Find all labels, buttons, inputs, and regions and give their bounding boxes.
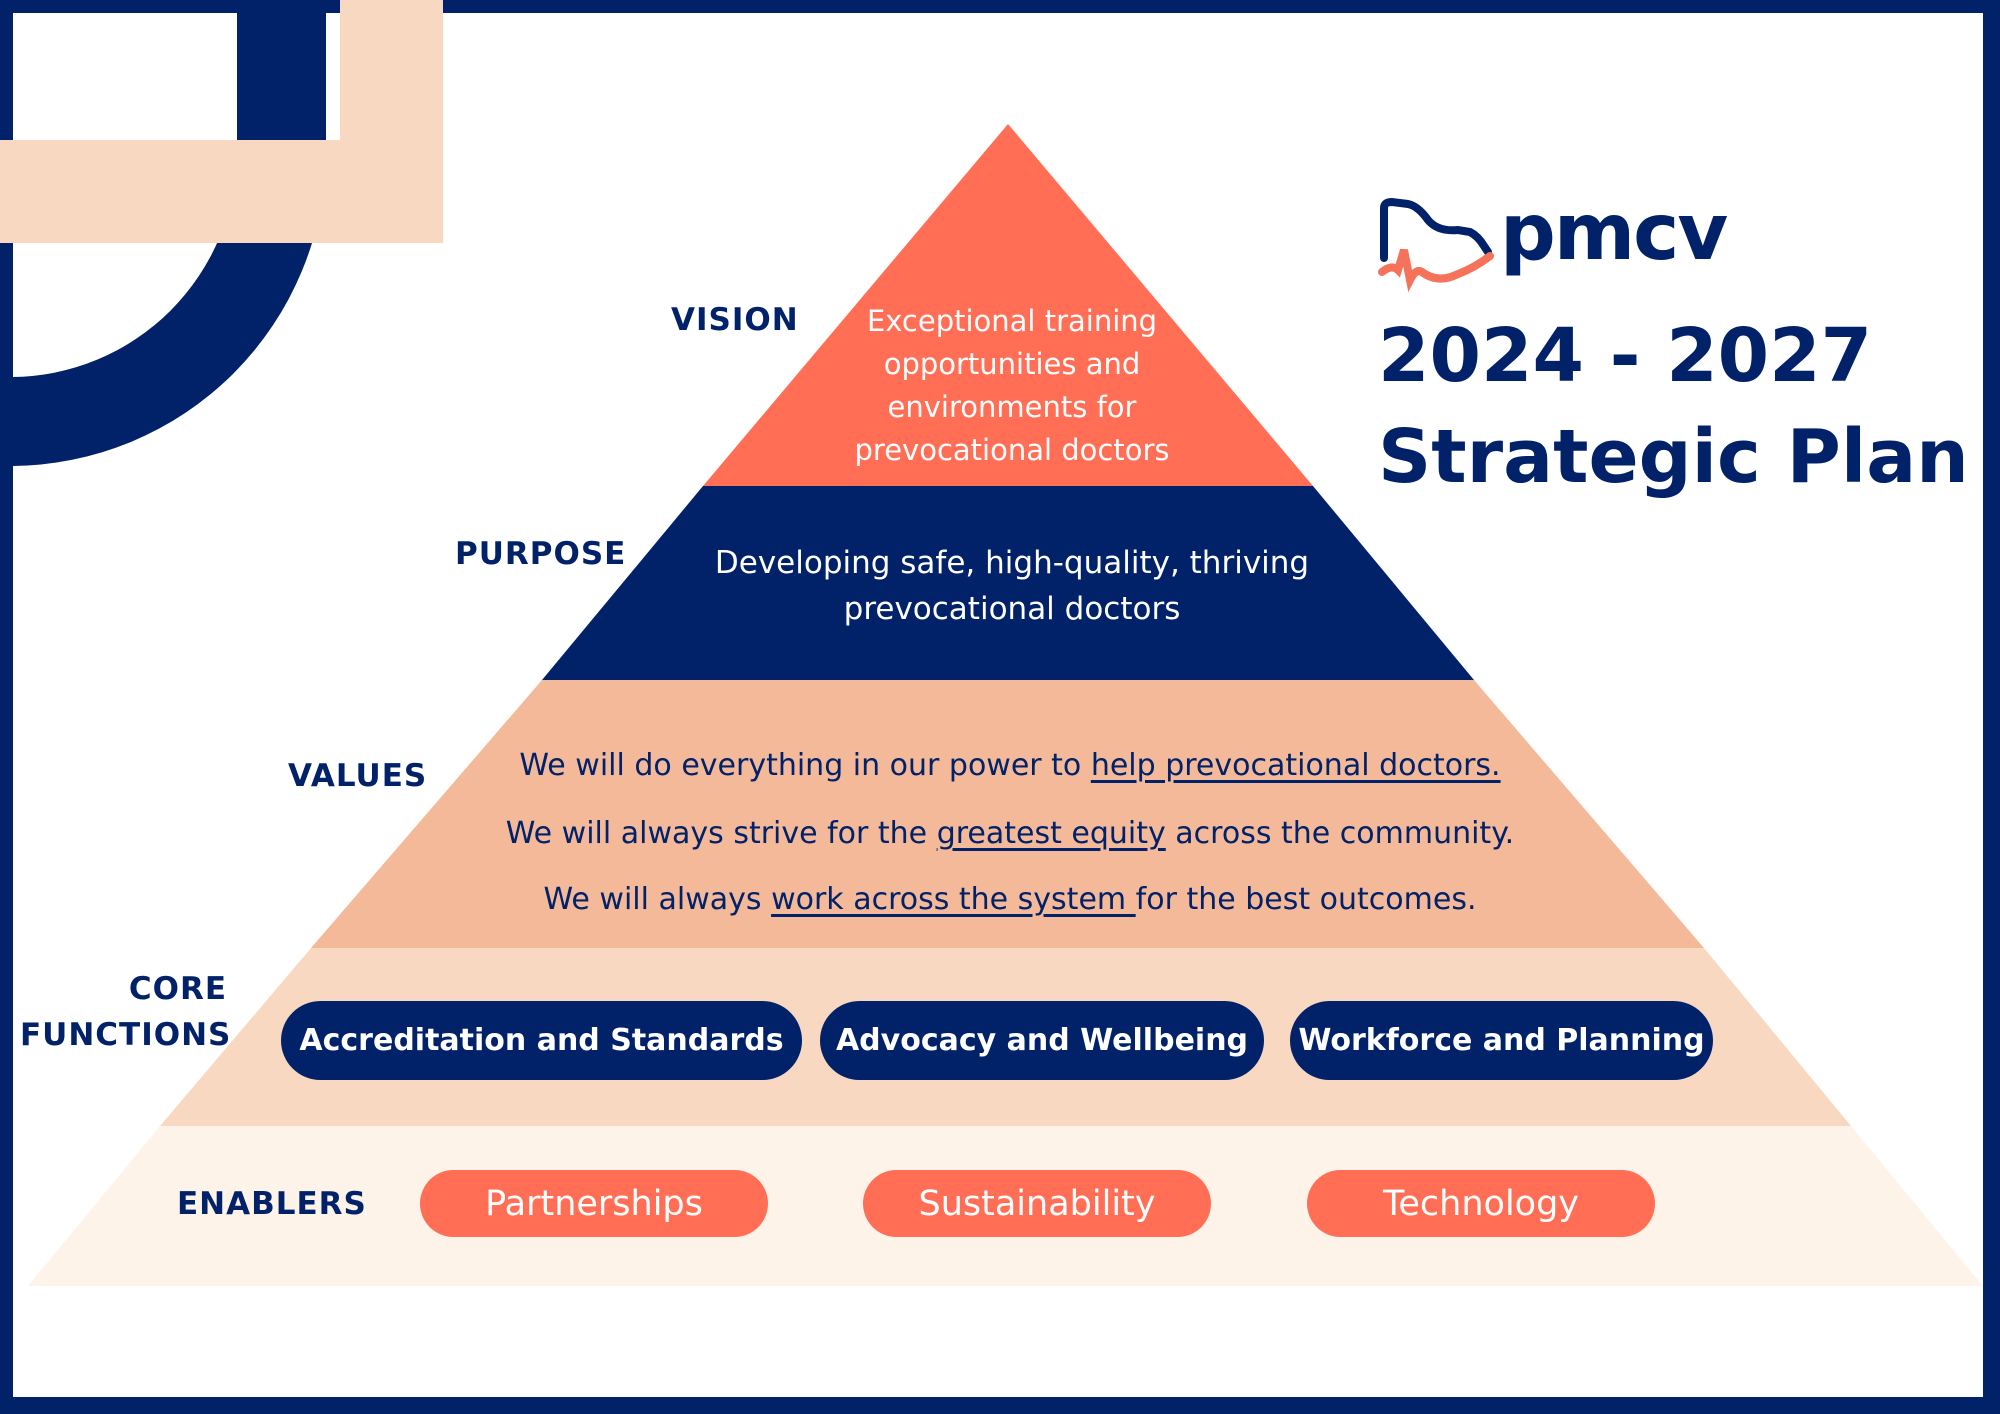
core-function-workforce: Workforce and Planning xyxy=(1290,1001,1713,1080)
enabler-technology: Technology xyxy=(1307,1170,1655,1237)
purpose-line: Developing safe, high-quality, thriving xyxy=(714,545,1310,581)
value-link[interactable]: greatest equity xyxy=(936,816,1166,851)
enabler-partnerships: Partnerships xyxy=(420,1170,768,1237)
values-label: VALUES xyxy=(288,758,428,794)
purpose-label: PURPOSE xyxy=(455,536,627,572)
corner-decoration xyxy=(13,13,326,466)
title-strategic-plan: Strategic Plan xyxy=(1378,414,1969,500)
tier-purpose xyxy=(542,486,1474,680)
core-function-accreditation: Accreditation and Standards xyxy=(281,1001,802,1080)
core-label-line: CORE xyxy=(128,971,227,1007)
enablers-label: ENABLERS xyxy=(177,1186,367,1222)
value-line: We will always work across the system fo… xyxy=(543,882,1477,917)
core-functions-label: CORE FUNCTIONS xyxy=(20,966,232,1058)
tier-vision xyxy=(703,124,1313,486)
value-link[interactable]: help prevocational doctors. xyxy=(1090,748,1501,783)
vision-line: Exceptional training xyxy=(866,304,1158,338)
vision-line: environments for xyxy=(887,390,1137,424)
value-line: We will do everything in our power to he… xyxy=(519,748,1501,783)
enabler-sustainability: Sustainability xyxy=(863,1170,1211,1237)
value-link[interactable]: work across the system xyxy=(771,882,1136,917)
core-function-advocacy: Advocacy and Wellbeing xyxy=(820,1001,1264,1080)
purpose-line: prevocational doctors xyxy=(843,591,1181,627)
vision-line: opportunities and xyxy=(883,347,1141,381)
pmcv-logo-icon xyxy=(1378,197,1494,293)
tier-values xyxy=(311,680,1704,948)
core-label-line: FUNCTIONS xyxy=(20,1017,232,1053)
logo-text: pmcv xyxy=(1500,188,1728,278)
purpose-text: Developing safe, high-quality, thriving … xyxy=(662,540,1362,632)
vision-text: Exceptional training opportunities and e… xyxy=(812,300,1212,472)
vision-line: prevocational doctors xyxy=(854,433,1170,467)
vision-label: VISION xyxy=(671,302,799,338)
value-line: We will always strive for the greatest e… xyxy=(505,816,1515,851)
title-years: 2024 - 2027 xyxy=(1378,313,1873,399)
